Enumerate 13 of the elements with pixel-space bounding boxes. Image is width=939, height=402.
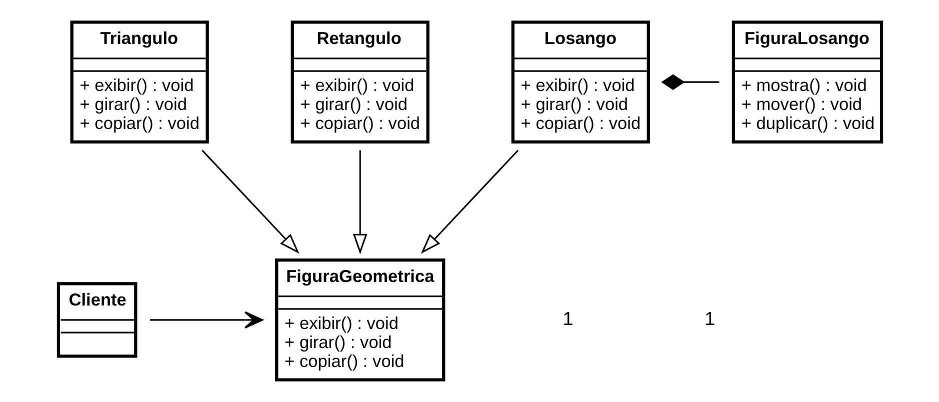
node-box: Losango + exibir() : void + girar() : void + copiar() : void (510, 20, 650, 144)
label: 1 (562, 308, 573, 330)
arrow (420, 150, 518, 254)
arrow (150, 311, 263, 329)
node-box: Retangulo + exibir() : void + girar() : void + copiar() : void (290, 20, 429, 144)
node-box: FiguraGeometrica + exibir() : void + girar() : void + copiar() : void (274, 258, 445, 382)
label: 1 (704, 308, 715, 330)
node-box: Cliente (56, 282, 137, 358)
node-box: Triangulo + exibir() : void + girar() : void + copiar() : void (70, 20, 208, 144)
arrow (352, 150, 367, 254)
node-box: FiguraLosango + mostra() : void + mover() : void + duplicar() : void (731, 20, 883, 144)
connector (660, 74, 719, 90)
arrow (201, 150, 299, 254)
